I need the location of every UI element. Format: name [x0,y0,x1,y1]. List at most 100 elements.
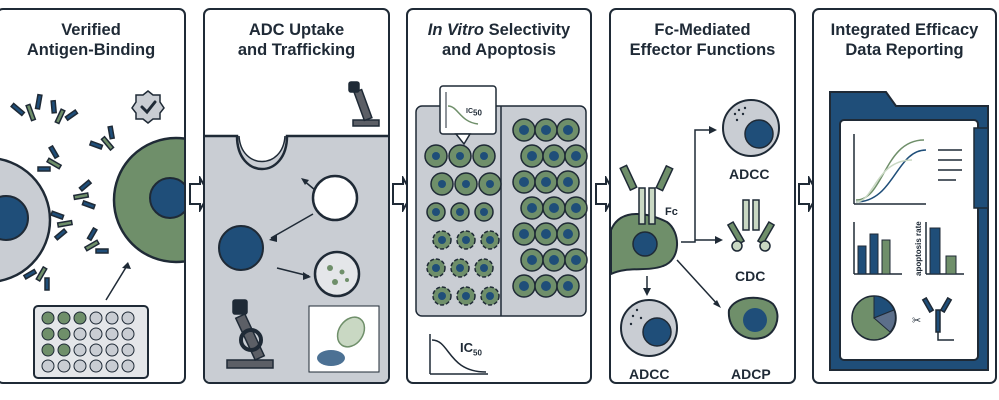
treated-cell [432,286,452,306]
treated-cell [450,258,470,278]
panel-antigen-binding: Verified Antigen-Binding [0,8,186,384]
healthy-cell [534,118,558,142]
fc-label: Fc [665,206,678,218]
report-folder-illustration: ✂ [829,91,989,371]
healthy-cell [542,144,566,168]
panel-title: ADC Uptake and Trafficking [237,21,356,59]
cdc-label: CDC [735,268,766,284]
treated-cell [424,144,448,168]
well-plate-icon [33,305,149,379]
panel-selectivity: In Vitro Selectivity and Apoptosis IC50 … [406,8,592,384]
healthy-cell [542,196,566,220]
treated-cell [448,144,472,168]
plate-well [89,311,103,325]
antigen-binding-illustration [0,90,184,379]
plate-well [121,343,135,357]
plate-well [57,359,71,373]
treated-cell [472,144,496,168]
check-badge-icon [131,90,165,124]
plate-well [57,311,71,325]
healthy-cell [512,274,536,298]
scissors-icon: ✂ [912,315,921,327]
plate-well [73,327,87,341]
treated-cell [480,230,500,250]
pie-chart-icon [851,295,897,341]
plate-well [41,327,55,341]
panel-adc-uptake: ADC Uptake and Trafficking [203,8,390,384]
plate-well [41,311,55,325]
selectivity-illustration [415,85,588,375]
healthy-cell [542,248,566,272]
healthy-cell [556,274,580,298]
plate-well [105,359,119,373]
adcp-label: ADCP [731,366,771,382]
plate-well [73,311,87,325]
plate-well [89,359,103,373]
treated-cell [480,286,500,306]
healthy-cell [534,274,558,298]
plate-well [57,327,71,341]
healthy-cell [564,248,588,272]
microscope-icon [348,81,380,127]
treated-cell [474,258,494,278]
ic50-label: IC50 [460,340,482,358]
panel-title: In Vitro Selectivity and Apoptosis [427,21,571,59]
plate-well [121,327,135,341]
apoptosis-rate-label: apoptosis rate [914,221,923,276]
panel-title: Fc-Mediated Effector Functions [629,21,776,59]
healthy-cell [534,170,558,194]
plate-well [105,327,119,341]
antibody-icon [921,296,953,333]
ic50-popup [439,85,497,146]
adcc-label-top: ADCC [729,166,770,182]
microscope-icon [226,299,274,369]
healthy-cell [520,196,544,220]
treated-cell [426,202,446,222]
nucleus-left [0,195,29,241]
plate-well [121,311,135,325]
plate-well [89,343,103,357]
plate-well [105,311,119,325]
healthy-cell [512,170,536,194]
plate-well [41,343,55,357]
complement-icon [726,199,776,252]
healthy-cell [520,248,544,272]
plate-well [105,343,119,357]
plate-well [57,343,71,357]
healthy-cell [512,118,536,142]
fc-effector-illustration [611,99,780,357]
adcc-label-bottom: ADCC [629,366,670,382]
panel-title: Verified Antigen-Binding [26,21,156,59]
healthy-cell [520,144,544,168]
treated-cell [432,230,452,250]
healthy-cell [534,222,558,246]
nucleus-right [149,177,184,219]
healthy-cell [556,222,580,246]
plate-well [89,327,103,341]
healthy-cell [556,170,580,194]
healthy-cell [556,118,580,142]
panel-title: Integrated Efficacy Data Reporting [830,21,979,59]
treated-cell [426,258,446,278]
antibody-icons [10,93,116,291]
healthy-cell [512,222,536,246]
antibody-icon [619,164,674,225]
treated-cell [456,286,476,306]
treated-cell [474,202,494,222]
target-cell-right [112,136,184,264]
treated-cell [454,172,478,196]
plate-well [41,359,55,373]
adc-trafficking-illustration [205,81,388,382]
healthy-cell [564,196,588,220]
plate-well [73,343,87,357]
plate-well [73,359,87,373]
treated-cell [456,230,476,250]
treated-cell [478,172,502,196]
treated-cell [430,172,454,196]
healthy-cell [564,144,588,168]
panel-data-reporting: Integrated Efficacy Data Reporting [812,8,997,384]
plate-well [121,359,135,373]
ic50-small-label: IC50 [466,108,482,118]
treated-cell [450,202,470,222]
panel-fc-effector: Fc-Mediated Effector Functions [609,8,796,384]
